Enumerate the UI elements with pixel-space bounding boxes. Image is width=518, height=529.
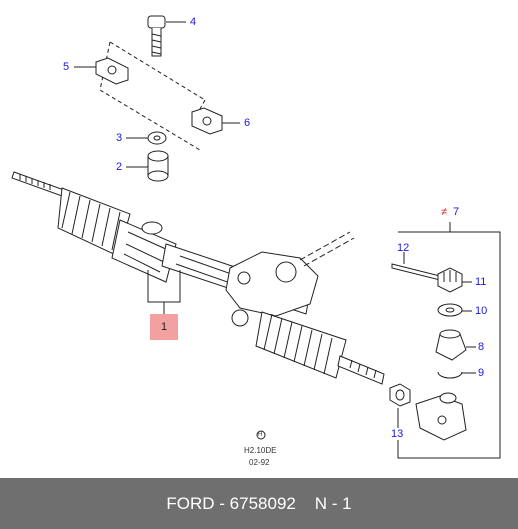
callout-1-highlighted: 1 <box>150 314 178 340</box>
callout-3: 3 <box>116 132 123 144</box>
locknut-part-13 <box>389 383 411 407</box>
callout-10: 10 <box>475 305 488 317</box>
split-pin-part-12 <box>391 263 441 281</box>
callout-7: 7 <box>453 206 460 218</box>
callout-5: 5 <box>63 61 70 73</box>
callout-2: 2 <box>116 161 123 173</box>
clamp-part-6 <box>191 107 223 135</box>
castle-nut-part-11 <box>437 267 463 293</box>
callout-13: 13 <box>391 428 404 440</box>
dust-boot-part-8 <box>435 329 467 361</box>
tie-rod-end <box>415 392 467 441</box>
clamp-part-5 <box>95 57 129 85</box>
callout-9: 9 <box>478 367 485 379</box>
exploded-parts-diagram: 4 5 6 3 2 1 ≠ 7 12 11 10 8 9 13 H H2.10D… <box>11 15 501 467</box>
separator-item: N - <box>295 493 343 513</box>
callout-6: 6 <box>244 117 251 129</box>
reference-code: H2.10DE <box>244 446 277 455</box>
callout-7-mark: ≠ <box>441 206 448 218</box>
part-info-bar: FORD - 6758092 N - 1 <box>0 478 518 529</box>
callout-11: 11 <box>475 276 487 288</box>
item-number: 1 <box>342 493 352 513</box>
callout-4: 4 <box>190 16 197 28</box>
retaining-ring-part-9 <box>437 371 463 379</box>
left-bellows <box>57 187 131 257</box>
bush-part-2 <box>147 150 169 182</box>
callout-8: 8 <box>478 341 485 353</box>
right-bellows <box>255 311 347 379</box>
washer-part-10 <box>437 303 463 317</box>
bolt-part-4 <box>147 15 166 57</box>
washer-part-3 <box>147 131 167 145</box>
callout-12: 12 <box>397 242 410 254</box>
brand-label: FORD <box>166 493 215 513</box>
reference-symbol: H <box>258 432 263 438</box>
separator: - <box>214 493 230 513</box>
steering-rack-drawing <box>11 15 501 459</box>
reference-date: 02-92 <box>249 458 270 467</box>
part-number: 6758092 <box>229 493 296 513</box>
valve-housing <box>225 251 319 327</box>
